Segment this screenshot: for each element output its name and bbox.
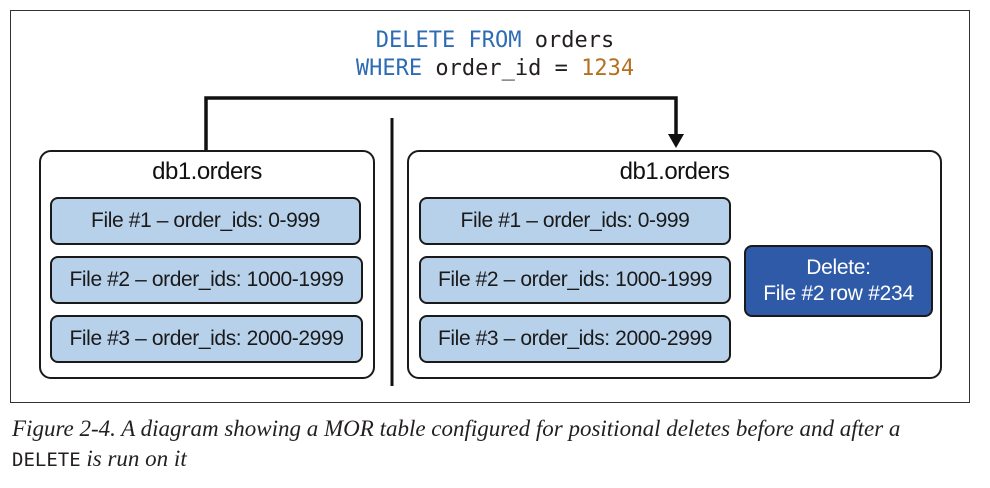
table-before-title: db1.orders xyxy=(152,158,262,185)
sql-line-2: WHERE order_id = 1234 xyxy=(0,56,990,82)
caption-code: DELETE xyxy=(12,449,81,471)
sql-condition: order_id = xyxy=(435,56,568,81)
sql-keyword-where: WHERE xyxy=(355,56,423,81)
before-file-1: File #1 – order_ids: 0-999 xyxy=(50,197,361,245)
after-file-3: File #3 – order_ids: 2000-2999 xyxy=(419,315,731,363)
after-file-1: File #1 – order_ids: 0-999 xyxy=(419,197,731,245)
delete-label: Delete: xyxy=(806,256,871,279)
flow-arrow-head xyxy=(668,134,684,148)
table-after-title: db1.orders xyxy=(619,158,730,185)
after-file-2: File #2 – order_ids: 1000-1999 xyxy=(419,256,731,304)
sql-line-1: DELETE FROM orders xyxy=(0,28,990,54)
sql-keyword-delete-from: DELETE FROM xyxy=(375,28,522,53)
sql-value: 1234 xyxy=(581,56,635,81)
sql-table-name: orders xyxy=(534,28,615,53)
flow-arrow-line xyxy=(204,96,678,150)
figure-caption: Figure 2-4. A diagram showing a MOR tabl… xyxy=(12,414,972,475)
delete-target: File #2 row #234 xyxy=(763,282,914,305)
caption-suffix: is run on it xyxy=(80,446,187,471)
before-file-3: File #3 – order_ids: 2000-2999 xyxy=(50,315,363,363)
flow-connector xyxy=(204,96,684,386)
caption-prefix: Figure 2-4. A diagram showing a MOR tabl… xyxy=(12,416,901,441)
delete-file: Delete: File #2 row #234 xyxy=(744,245,933,317)
before-file-2: File #2 – order_ids: 1000-1999 xyxy=(50,256,363,304)
